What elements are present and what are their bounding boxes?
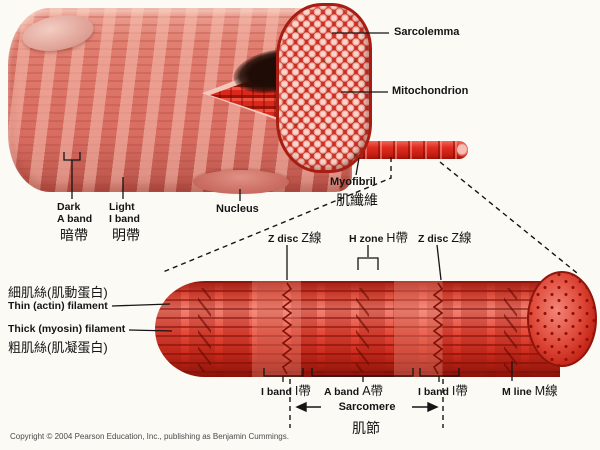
light-band-line1: Light	[109, 201, 135, 213]
a-band-zh: A帶	[362, 384, 384, 398]
label-sarcolemma: Sarcolemma	[394, 26, 460, 38]
z-disc-left-en: Z disc	[268, 233, 299, 245]
copyright-text: Copyright © 2004 Pearson Education, Inc.…	[10, 432, 289, 441]
label-thick-filament-en: Thick (myosin) filament	[8, 323, 126, 335]
m-line-en: M line	[502, 386, 532, 398]
m-line-zh: M線	[534, 384, 558, 398]
a-band-en: A band	[324, 386, 360, 398]
z-disc-right-pointer	[436, 244, 442, 281]
zoom-dashed-right	[439, 161, 578, 274]
z-disc-right-en: Z disc	[418, 233, 449, 245]
m-line-marks-left	[198, 288, 211, 372]
label-sarcomere-zh: 肌節	[352, 420, 380, 436]
dark-band-line2: A band	[57, 213, 93, 225]
z-disc-left-zh: Z線	[301, 231, 322, 245]
label-light-i-band: Light I band	[109, 201, 140, 225]
i-band-left-en: I band	[261, 386, 292, 398]
dark-band-line1: Dark	[57, 201, 81, 213]
h-zone-bracket	[357, 245, 379, 270]
i-band-right-en: I band	[418, 386, 449, 398]
label-mitochondrion: Mitochondrion	[392, 85, 469, 97]
i-band-left-zh: I帶	[294, 384, 311, 398]
z-disc-right-zh: Z線	[451, 231, 472, 245]
myofibril-rod-cap	[457, 143, 468, 157]
h-zone-en: H zone	[349, 233, 384, 245]
label-dark-a-band: Dark A band	[57, 201, 92, 225]
m-line-marks-right	[504, 288, 517, 372]
h-zone-zh: H帶	[386, 231, 408, 245]
enlarged-myofibril-end-cap	[527, 271, 597, 367]
i-band-right-zh: I帶	[451, 384, 468, 398]
fiber-cross-section	[276, 3, 372, 173]
label-sarcomere-en: Sarcomere	[338, 401, 396, 413]
label-light-i-band-zh: 明帶	[112, 227, 140, 243]
sarcomere-arrowhead-right	[427, 401, 439, 413]
myofibril-rod	[350, 141, 468, 159]
nucleus-bump-bottom	[193, 170, 289, 194]
sarcomere-arrowhead-left	[295, 401, 307, 413]
label-nucleus: Nucleus	[216, 203, 259, 215]
label-myofibril-zh: 肌纖維	[336, 192, 378, 208]
label-dark-a-band-zh: 暗帶	[60, 227, 88, 243]
label-thin-filament-en: Thin (actin) filament	[8, 300, 108, 312]
m-line-marks-center	[356, 288, 369, 372]
label-myofibril-en: Myofibril	[330, 176, 376, 188]
label-thick-filament-zh: 粗肌絲(肌凝蛋白)	[8, 340, 108, 355]
light-band-line2: I band	[109, 213, 140, 225]
label-thin-filament-zh: 細肌絲(肌動蛋白)	[8, 285, 108, 300]
